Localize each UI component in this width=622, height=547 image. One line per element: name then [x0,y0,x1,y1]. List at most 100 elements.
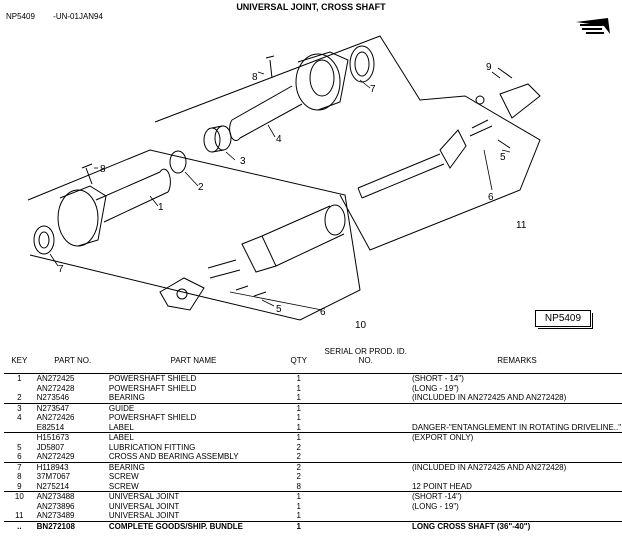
row-key [4,384,35,394]
upper-screw [265,55,275,79]
callout-6-upper: 6 [488,192,494,203]
row-remarks [412,472,622,482]
row-qty: 1 [278,402,320,413]
row-serial [319,413,412,423]
row-part-name: UNIVERSAL JOINT [108,511,180,520]
row-part-name: BEARING [108,393,145,402]
row-part-no: N275214 [36,481,70,491]
row-key: 11 [15,511,24,520]
row-part-name: SCREW [108,472,139,481]
table-row: 6 AN272429 CROSS AND BEARING ASSEMBLY 2 [4,452,622,462]
row-key: 8 [17,472,22,481]
row-qty: 2 [296,442,301,452]
page-title: UNIVERSAL JOINT, CROSS SHAFT [236,2,386,12]
row-serial [319,452,412,462]
drawing-date: -UN-01JAN94 [53,12,103,21]
row-part-no: AN272425 [34,373,109,384]
row-key: 7 [4,461,35,472]
row-key [4,423,35,433]
leader-lines [49,71,511,311]
row-key: 1 [4,373,35,384]
row-part-no: H151673 [34,432,109,443]
row-part-name: COMPLETE GOODS/SHIP. BUNDLE [108,520,279,531]
callout-labels: 4 3 7 8 9 5 6 11 1 2 8 7 5 6 10 [58,62,527,331]
row-remarks: (SHORT - 14") [411,373,622,384]
outline-assembly-10 [27,149,361,321]
row-key: 3 [4,402,35,413]
row-remarks [412,511,622,521]
callout-8-lower: 8 [100,164,106,175]
row-serial [319,384,412,394]
upper-bearing-ring [349,45,375,83]
row-qty: 2 [296,452,301,461]
col-part-name: PART NAME [170,356,217,365]
row-part-no: 37M7067 [36,472,71,481]
row-serial [319,491,412,502]
callout-7-upper: 7 [370,84,376,95]
callout-9: 9 [486,62,492,73]
row-part-name: CROSS AND BEARING ASSEMBLY [108,452,239,461]
row-key: .. [4,520,35,531]
row-serial [319,373,412,384]
row-part-name: LUBRICATION FITTING [108,442,196,452]
row-qty: 1 [296,501,301,511]
row-serial [319,423,412,433]
row-key: 4 [17,413,22,422]
row-qty: 1 [278,373,320,384]
row-key: 2 [17,393,22,402]
callout-3: 3 [240,156,246,167]
row-serial [319,520,412,531]
upper-shield-part [229,51,349,142]
row-part-name: POWERSHAFT SHIELD [108,413,197,422]
row-part-name: BEARING [108,461,279,472]
row-part-no: AN272429 [36,452,75,461]
row-remarks: (LONG - 19") [411,501,459,511]
col-serial: SERIAL OR PROD. ID. NO. [324,347,407,365]
guide-part [203,125,232,153]
row-part-no: AN273488 [34,491,109,502]
row-remarks: (EXPORT ONLY) [411,432,622,443]
row-part-no: JD5807 [36,442,65,452]
header-codes: NP5409 -UN-01JAN94 [6,12,119,21]
row-remarks: DANGER-"ENTANGLEMENT IN ROTATING DRIVELI… [411,422,622,432]
parts-table: KEY PART NO. PART NAME QTY SERIAL OR PRO… [4,347,622,531]
row-part-no: N273547 [34,402,109,413]
row-remarks: (INCLUDED IN AN272425 AND AN272428) [411,461,622,472]
row-serial [319,402,412,413]
row-serial [319,472,412,482]
row-part-name: SCREW [108,481,139,491]
exploded-parts-diagram: 4 3 7 8 9 5 6 11 1 2 8 7 5 6 10 [27,18,610,331]
lower-shaft-part [159,204,346,311]
col-qty: QTY [290,356,307,365]
row-qty: 1 [278,432,320,443]
row-part-name: POWERSHAFT SHIELD [108,383,197,393]
lower-screw [81,163,93,185]
row-part-no: AN272426 [36,413,75,422]
row-qty: 1 [296,383,301,393]
row-part-no: AN273489 [36,511,75,520]
row-part-no: N273546 [36,393,70,402]
outline-assembly-11 [154,35,541,251]
row-serial [319,482,412,492]
row-remarks [412,452,622,462]
callout-6-lower: 6 [320,307,326,318]
row-key: 5 [17,442,22,452]
row-remarks: (INCLUDED IN AN272425 AND AN272428) [411,393,567,402]
callout-1: 1 [158,202,164,213]
row-part-no: AN273896 [36,501,75,511]
row-remarks: LONG CROSS SHAFT (36"-40") [411,520,622,531]
row-key: 6 [17,452,22,461]
row-part-no: E82514 [36,422,65,432]
row-part-no: AN272428 [36,383,75,393]
